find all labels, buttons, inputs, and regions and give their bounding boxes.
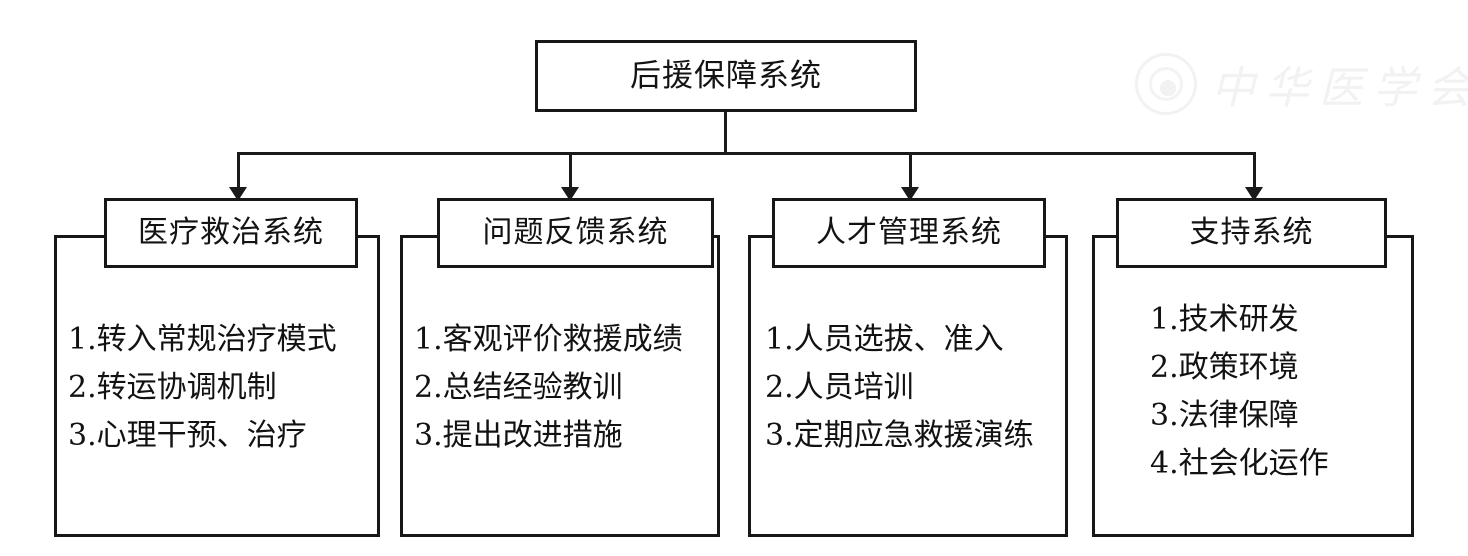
list-item: 4.社会化运作	[1150, 446, 1329, 481]
arrow-down-icon-2	[561, 187, 579, 201]
item-list-support: 1.技术研发 2.政策环境 3.法律保障 4.社会化运作	[1150, 296, 1410, 488]
list-item: 2.政策环境	[1150, 350, 1299, 385]
root-node-label: 后援保障系统	[630, 57, 822, 94]
group-header-label: 医疗救治系统	[138, 215, 324, 250]
connector-horizontal-bus	[237, 152, 1256, 155]
item-list-feedback: 1.客观评价救援成绩 2.总结经验教训 3.提出改进措施	[414, 316, 714, 460]
connector-drop-2	[569, 155, 572, 191]
list-item: 2.总结经验教训	[414, 370, 623, 405]
group-header-label: 人才管理系统	[816, 215, 1002, 250]
list-item: 1.客观评价救援成绩	[414, 322, 683, 357]
group-header-feedback: 问题反馈系统	[437, 198, 714, 268]
group-header-label: 支持系统	[1189, 215, 1314, 250]
list-item: 1.转入常规治疗模式	[68, 322, 337, 357]
arrow-down-icon-3	[901, 187, 919, 201]
list-item: 1.技术研发	[1150, 302, 1299, 337]
connector-drop-4	[1253, 155, 1256, 191]
list-item: 3.心理干预、治疗	[68, 418, 307, 453]
list-item: 3.定期应急救援演练	[765, 418, 1034, 453]
root-node: 后援保障系统	[535, 40, 917, 112]
list-item: 2.转运协调机制	[68, 370, 277, 405]
seal-icon	[1135, 53, 1197, 115]
group-header-label: 问题反馈系统	[482, 215, 669, 250]
group-header-support: 支持系统	[1116, 198, 1387, 268]
connector-drop-3	[909, 155, 912, 191]
arrow-down-icon-4	[1245, 187, 1263, 201]
list-item: 2.人员培训	[765, 370, 914, 405]
watermark-text: 中华医学会	[1211, 63, 1468, 114]
item-list-talent: 1.人员选拔、准入 2.人员培训 3.定期应急救援演练	[765, 316, 1055, 460]
watermark: 中华医学会	[1135, 48, 1468, 120]
list-item: 3.提出改进措施	[414, 418, 623, 453]
arrow-down-icon-1	[229, 187, 247, 201]
group-header-talent: 人才管理系统	[772, 198, 1046, 268]
group-header-medical: 医疗救治系统	[104, 198, 358, 268]
connector-vertical-stem	[724, 112, 727, 154]
item-list-medical: 1.转入常规治疗模式 2.转运协调机制 3.心理干预、治疗	[68, 316, 368, 460]
list-item: 3.法律保障	[1150, 398, 1299, 433]
connector-drop-1	[237, 155, 240, 191]
list-item: 1.人员选拔、准入	[765, 322, 1004, 357]
